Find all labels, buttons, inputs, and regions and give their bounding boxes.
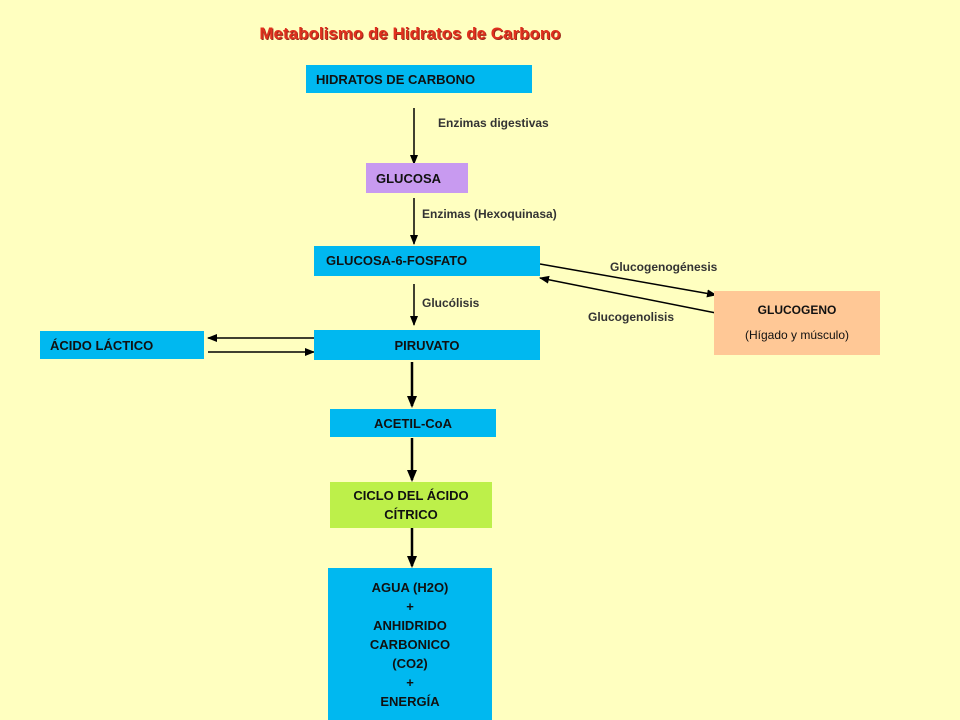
node-glucosa: GLUCOSA — [366, 163, 468, 193]
edge-label-glucolisis: Glucólisis — [422, 296, 480, 310]
edge-label-glucogenolisis: Glucogenolisis — [588, 310, 675, 324]
arrow-glucogenolisis — [539, 275, 717, 314]
diagram-title: Metabolismo de Hidratos de Carbono — [259, 24, 561, 43]
node-line: CARBONICO — [369, 636, 451, 652]
node-sublabel: (Hígado y músculo) — [744, 328, 850, 342]
node-hidratos-de-carbono: HIDRATOS DE CARBONO — [306, 65, 532, 93]
node-piruvato: PIRUVATO — [314, 330, 540, 360]
node-label: GLUCOSA-6-FOSFATO — [326, 253, 468, 268]
node-ciclo-acido-citrico: CICLO DEL ÁCIDO CÍTRICO — [330, 482, 492, 528]
node-label: GLUCOGENO — [757, 303, 837, 317]
node-line: ANHIDRIDO — [373, 617, 447, 633]
node-line: AGUA (H2O) — [371, 579, 449, 595]
edge-label-hexoquinasa: Enzimas (Hexoquinasa) — [422, 207, 557, 221]
node-label: PIRUVATO — [394, 337, 460, 353]
node-label: GLUCOSA — [376, 170, 441, 186]
node-label: ACETIL-CoA — [374, 415, 452, 431]
node-line: (CO2) — [392, 655, 428, 671]
edge-label-glucogenogenesis: Glucogenogénesis — [610, 260, 718, 274]
arrow-glucogenogenesis — [539, 263, 717, 298]
node-glucogeno: GLUCOGENO (Hígado y músculo) — [714, 291, 880, 355]
node-label: HIDRATOS DE CARBONO — [316, 71, 476, 87]
node-line: + — [406, 598, 414, 614]
node-line: + — [406, 674, 414, 690]
node-line: ENERGÍA — [380, 693, 440, 709]
edge-label-enzimas-digestivas: Enzimas digestivas — [438, 116, 549, 130]
node-label-line-1: CICLO DEL ÁCIDO — [353, 488, 469, 503]
node-acido-lactico: ÁCIDO LÁCTICO — [40, 331, 204, 359]
node-label: ÁCIDO LÁCTICO — [50, 337, 154, 353]
node-productos-finales: AGUA (H2O) + ANHIDRIDO CARBONICO (CO2) +… — [328, 568, 492, 720]
node-acetil-coa: ACETIL-CoA — [330, 409, 496, 437]
node-glucosa-6-fosfato: GLUCOSA-6-FOSFATO — [314, 246, 540, 276]
node-label-line-2: CÍTRICO — [384, 507, 438, 522]
